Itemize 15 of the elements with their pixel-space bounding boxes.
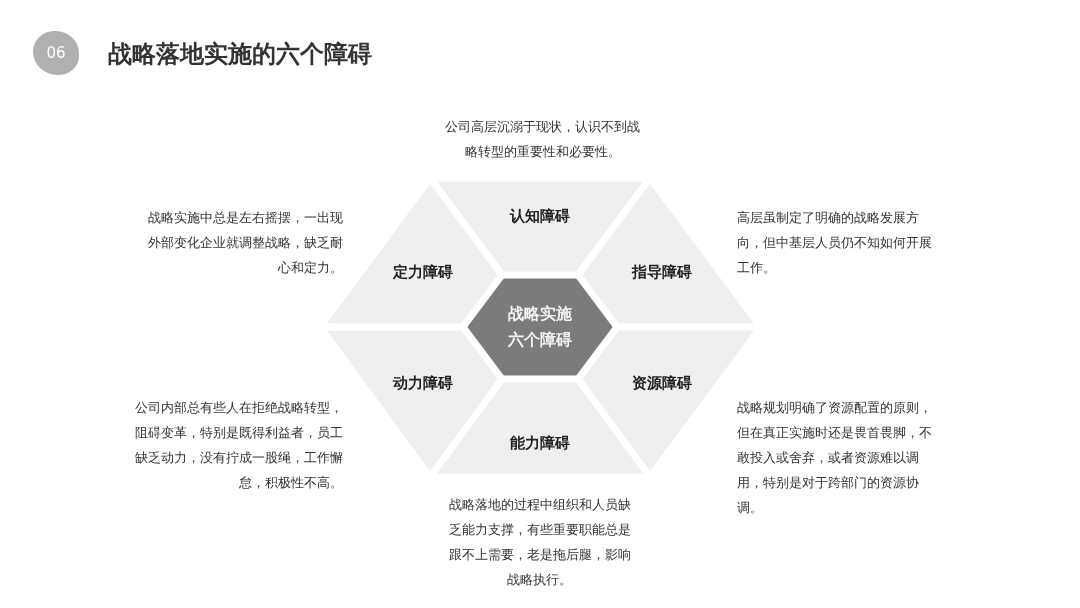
- segment-label: 资源障碍: [632, 373, 692, 393]
- description-text: 公司内部总有些人在拒绝战略转型，阻碍变革，特别是既得利益者，员工缺乏动力，没有拧成一股绳，工作懈怠，积极性不高。: [134, 399, 343, 492]
- number-badge: 06: [33, 31, 79, 75]
- description-text: 战略规划明确了资源配置的原则，但在真正实施时还是畏首畏脚，不敢投入或舍弃，或者资源难以调用，特别是对于跨部门的资源协调。: [737, 399, 932, 517]
- segment-label: 认知障碍: [510, 206, 570, 226]
- segment-label: 能力障碍: [510, 433, 570, 453]
- description-text: 战略落地的过程中组织和人员缺乏能力支撑，有些重要职能总是跟不上需要，老是拖后腿，影响战略执行。: [447, 496, 632, 589]
- description-text: 高层虽制定了明确的战略发展方向，但中基层人员仍不知如何开展工作。: [737, 209, 933, 277]
- description-text: 公司高层沉溺于现状，认识不到战略转型的重要性和必要性。: [445, 118, 640, 161]
- title: 战略落地实施的六个障碍: [108, 39, 372, 70]
- center-label: 战略实施六个障碍: [507, 303, 573, 351]
- segment-label: 动力障碍: [393, 373, 453, 393]
- segment-label: 定力障碍: [393, 262, 453, 282]
- description-text: 战略实施中总是左右摇摆，一出现外部变化企业就调整战略，缺乏耐心和定力。: [147, 209, 343, 277]
- segment-label: 指导障碍: [632, 262, 692, 282]
